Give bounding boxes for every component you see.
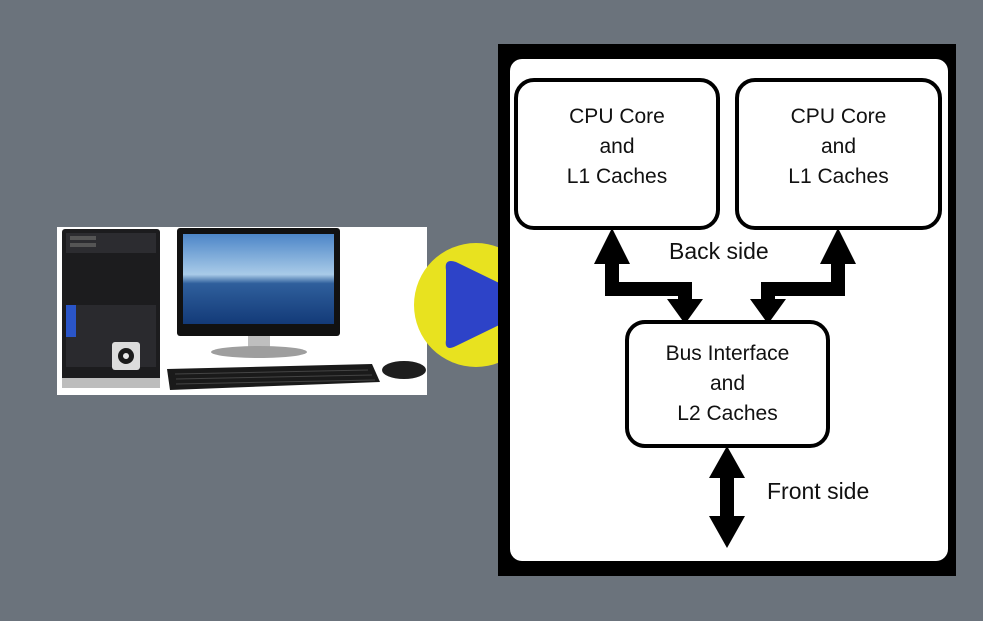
cpu-core-left-line1: CPU Core (569, 105, 665, 128)
cpu-core-right-box (735, 78, 942, 230)
pc-tower (62, 229, 160, 388)
back-side-label: Back side (669, 238, 769, 264)
front-side-label: Front side (767, 478, 870, 504)
bus-interface-line3: L2 Caches (677, 402, 778, 425)
cpu-core-right-line1: CPU Core (790, 105, 887, 128)
cpu-core-right-line3: L1 Caches (788, 165, 889, 188)
pc-monitor (177, 228, 340, 358)
desktop-computer-image (57, 227, 427, 395)
pc-keyboard (167, 364, 380, 390)
back-side-arrow-left (594, 228, 703, 324)
bus-interface-box (625, 320, 830, 448)
cpu-diagram (498, 44, 956, 576)
cpu-core-left-label: CPU Core and L1 Caches (516, 102, 718, 192)
cpu-core-left-box (514, 78, 720, 230)
back-side-arrow-right (750, 228, 856, 324)
pc-mouse (382, 361, 426, 379)
cpu-core-right-label: CPU Core and L1 Caches (737, 102, 940, 192)
bus-interface-line2: and (709, 372, 746, 395)
bus-interface-label: Bus Interface and L2 Caches (627, 339, 828, 429)
bus-interface-line1: Bus Interface (665, 342, 790, 365)
cpu-core-left-line3: L1 Caches (566, 165, 668, 188)
cpu-core-left-line2: and (599, 135, 635, 158)
front-side-arrow (709, 446, 745, 548)
cpu-core-right-line2: and (820, 135, 857, 158)
play-icon (445, 261, 532, 348)
